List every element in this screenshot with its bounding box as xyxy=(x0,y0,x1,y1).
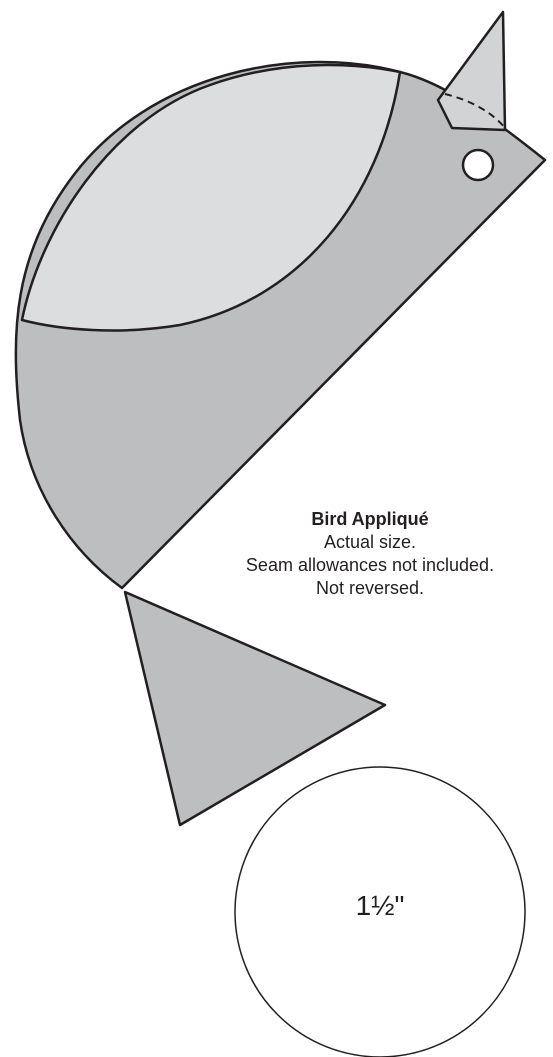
bird-wing-piece xyxy=(20,63,402,332)
circle-size-template xyxy=(234,766,526,1057)
caption-title: Bird Appliqué xyxy=(311,509,429,529)
caption-seam-allowance: Seam allowances not included. xyxy=(245,555,495,575)
bird-eye-circle xyxy=(461,148,495,182)
beak-placement-dashed-line xyxy=(444,93,506,129)
pattern-caption: Bird Appliqué Actual size. Seam allowanc… xyxy=(200,508,540,600)
circle-size-label: 1½" xyxy=(355,890,405,921)
bird-tail-piece xyxy=(123,590,387,827)
caption-not-reversed: Not reversed. xyxy=(315,578,425,598)
caption-actual-size: Actual size. xyxy=(323,532,417,552)
bird-beak-piece xyxy=(436,10,507,132)
